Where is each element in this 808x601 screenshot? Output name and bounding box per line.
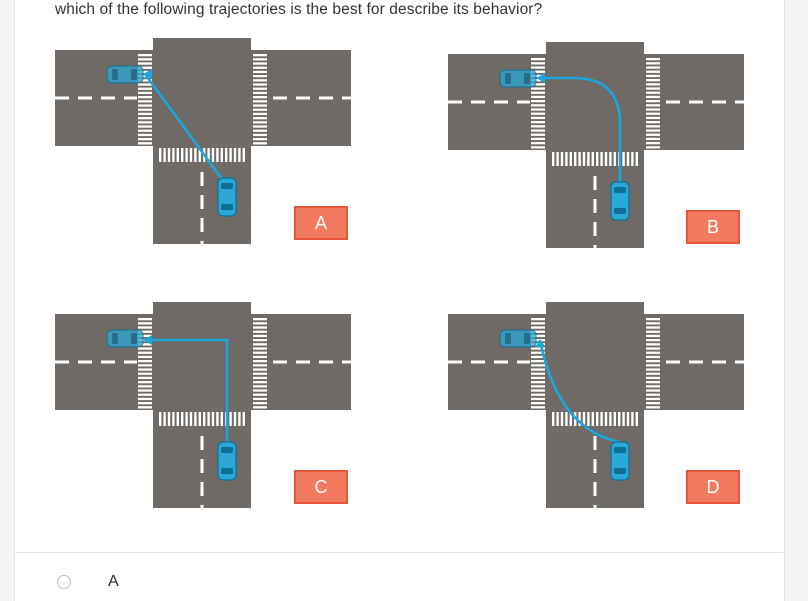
intersection-diagram-c <box>55 302 351 508</box>
crosswalk-right <box>646 318 660 409</box>
trajectory-path-a <box>143 73 229 187</box>
question-text: which of the following trajectories is t… <box>55 1 543 18</box>
crosswalk-right <box>253 318 267 409</box>
ego-car-b <box>610 181 630 221</box>
trajectory-arrow-a <box>143 69 152 79</box>
trajectory-path-b <box>538 76 622 190</box>
trajectory-arrow-b <box>536 73 545 83</box>
crosswalk-right <box>253 54 267 145</box>
figure-b <box>448 42 744 248</box>
intersection-diagram-a <box>55 38 351 244</box>
crosswalk-bottom <box>552 412 638 426</box>
figure-c <box>55 302 351 508</box>
figure-a <box>55 38 351 244</box>
vertical-road <box>153 38 251 244</box>
trajectory-arrow-c <box>143 335 152 345</box>
figure-d <box>448 302 744 508</box>
target-car-c <box>106 329 144 348</box>
trajectory-path-d <box>538 339 621 444</box>
crosswalk-bottom <box>552 152 638 166</box>
intersection-diagram-b <box>448 42 744 248</box>
option-tag-c: C <box>294 470 348 504</box>
crosswalk-right <box>646 58 660 149</box>
ego-car-c <box>217 441 237 481</box>
ego-car-d <box>610 441 630 481</box>
divider <box>15 552 783 553</box>
target-car-d <box>499 329 537 348</box>
crosswalk-left <box>531 318 545 409</box>
option-tag-b: B <box>686 210 740 244</box>
trajectory-arrow-d <box>535 340 545 347</box>
vertical-road <box>546 42 644 248</box>
crosswalk-left <box>531 58 545 149</box>
option-tag-d: D <box>686 470 740 504</box>
answer-label: A <box>108 573 119 590</box>
trajectory-path-c <box>145 338 229 450</box>
ego-car-a <box>217 177 237 217</box>
vertical-road <box>153 302 251 508</box>
target-car-a <box>106 65 144 84</box>
answer-radio[interactable] <box>57 575 71 589</box>
answer-option-a[interactable]: A <box>55 568 255 596</box>
target-car-b <box>499 69 537 88</box>
intersection-diagram-d <box>448 302 744 508</box>
option-tag-a: A <box>294 206 348 240</box>
vertical-road <box>546 302 644 508</box>
